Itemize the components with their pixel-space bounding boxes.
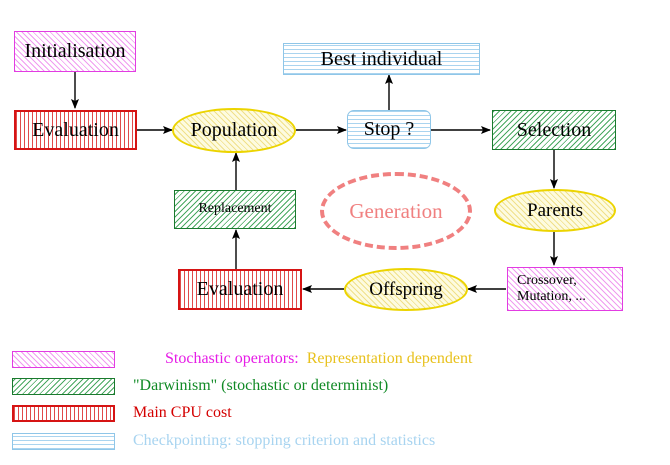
node-variation-operators-line2: Mutation, ... xyxy=(517,289,586,304)
node-replacement-label: Replacement xyxy=(198,201,272,217)
legend-label-checkpointing: Checkpointing: stopping criterion and st… xyxy=(133,432,436,449)
legend-swatch-magenta-hatch xyxy=(12,350,115,368)
node-variation-operators[interactable]: Crossover, Mutation, ... xyxy=(507,267,623,311)
legend-label-stochastic-operators: Stochastic operators: xyxy=(165,350,299,367)
node-stop-check-label: Stop ? xyxy=(363,118,415,141)
node-variation-operators-line1: Crossover, xyxy=(517,272,577,288)
node-evaluation-bottom[interactable]: Evaluation xyxy=(178,269,302,310)
node-best-individual-label: Best individual xyxy=(320,47,443,70)
legend-row-main-cpu-cost: Main CPU cost xyxy=(0,400,670,426)
legend: Stochastic operators: Representation dep… xyxy=(0,338,670,465)
legend-label-darwinism: "Darwinism" (stochastic or determinist) xyxy=(133,377,389,394)
node-initialisation-label: Initialisation xyxy=(24,40,126,63)
legend-label-main-cpu-cost: Main CPU cost xyxy=(133,404,232,421)
node-replacement[interactable]: Replacement xyxy=(174,190,296,229)
node-generation-label: Generation xyxy=(349,198,443,223)
legend-row-checkpointing: Checkpointing: stopping criterion and st… xyxy=(0,428,670,454)
legend-row-darwinism: "Darwinism" (stochastic or determinist) xyxy=(0,373,670,399)
legend-row-stochastic-operators: Stochastic operators: Representation dep… xyxy=(0,346,670,372)
node-evaluation-top-label: Evaluation xyxy=(32,118,119,141)
node-selection[interactable]: Selection xyxy=(492,110,616,150)
node-best-individual[interactable]: Best individual xyxy=(283,43,480,75)
node-evaluation-top[interactable]: Evaluation xyxy=(14,110,137,150)
node-offspring[interactable]: Offspring xyxy=(344,268,468,311)
node-selection-label: Selection xyxy=(516,118,592,141)
legend-swatch-red-vertical xyxy=(12,404,115,422)
node-offspring-label: Offspring xyxy=(369,278,443,300)
legend-label-representation-dependent: Representation dependent xyxy=(306,350,473,367)
node-stop-check[interactable]: Stop ? xyxy=(347,110,431,149)
node-initialisation[interactable]: Initialisation xyxy=(14,31,136,72)
legend-swatch-green-hatch xyxy=(12,377,115,395)
legend-swatch-blue-lines xyxy=(12,432,115,450)
node-population-label: Population xyxy=(190,119,278,142)
node-parents[interactable]: Parents xyxy=(494,189,616,232)
node-population[interactable]: Population xyxy=(172,108,296,153)
node-generation-annotation: Generation xyxy=(320,172,472,250)
legend-text-stochastic: Stochastic operators: Representation dep… xyxy=(133,332,472,386)
node-parents-label: Parents xyxy=(527,199,583,221)
node-evaluation-bottom-label: Evaluation xyxy=(196,278,284,301)
